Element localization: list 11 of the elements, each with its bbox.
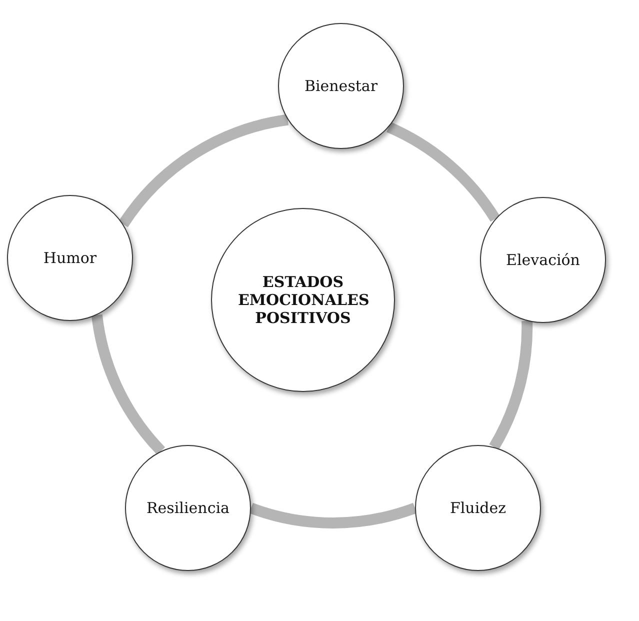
state-label: Humor bbox=[43, 249, 97, 267]
state-label: Fluidez bbox=[450, 499, 506, 517]
state-label: Resiliencia bbox=[146, 499, 230, 517]
ring-connector bbox=[489, 320, 533, 450]
ring-connector bbox=[91, 314, 166, 455]
state-label: Bienestar bbox=[304, 77, 378, 95]
central-title: ESTADOS EMOCIONALES POSITIVOS bbox=[238, 273, 368, 327]
ring-connector bbox=[118, 114, 289, 228]
ring-connector bbox=[249, 502, 417, 528]
state-label: Elevación bbox=[506, 251, 580, 269]
ring-connector bbox=[386, 122, 500, 222]
